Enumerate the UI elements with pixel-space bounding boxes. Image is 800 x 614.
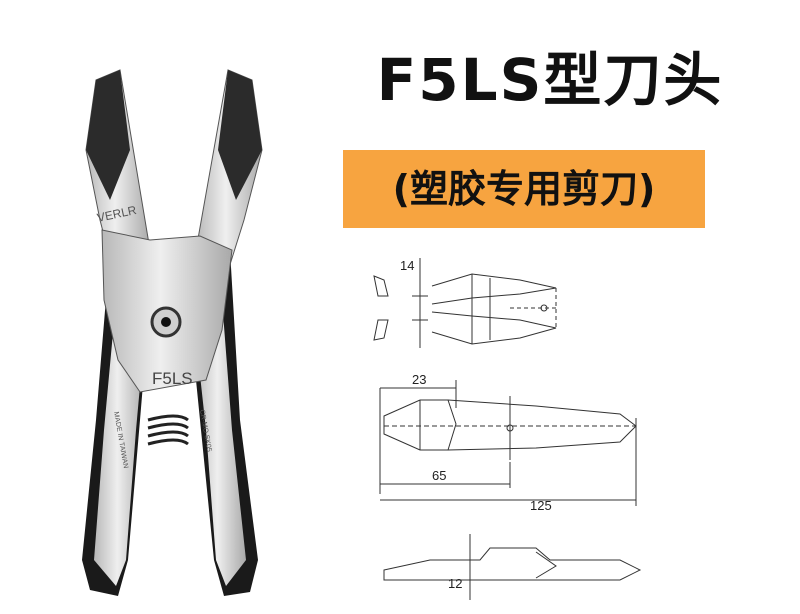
product-title: F5LS型刀头: [376, 46, 724, 114]
dim-total-length: 125: [530, 498, 552, 513]
cutter-photo: VERLR F5LS MADE IN TAIWAN CR-MO SK05: [82, 69, 263, 596]
dim-pivot-distance: 65: [432, 468, 446, 483]
subtitle-badge: (塑胶专用剪刀): [343, 150, 705, 228]
dim-tip-length: 23: [412, 372, 426, 387]
dim-base-height: 12: [448, 576, 462, 591]
dim-blade-thickness: 14: [400, 258, 414, 273]
dimension-drawing: 14 23 65 125 12: [373, 258, 642, 600]
model-mark: F5LS: [152, 369, 193, 388]
